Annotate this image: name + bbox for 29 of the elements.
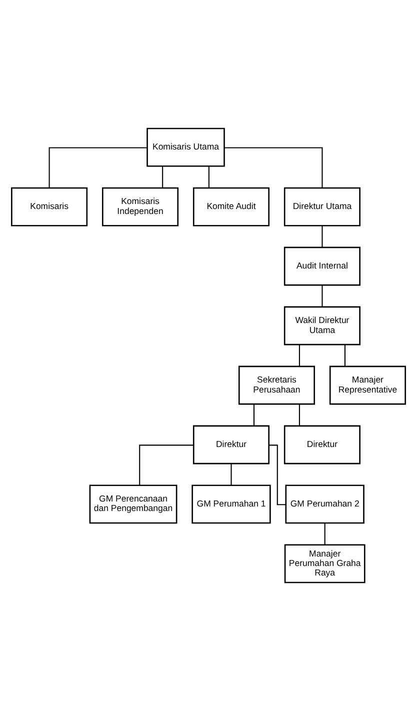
connector [322,285,323,307]
connector [253,404,255,426]
node-box: GM Perencanaan dan Pengembangan [89,484,178,524]
connector [224,147,323,188]
connector [230,464,232,486]
node-box: Sekretaris Perusahaan [238,366,315,405]
node-box: GM Perumahan 1 [192,484,271,524]
connector [322,226,323,248]
connector [139,444,194,486]
connector [268,444,286,506]
node-box: Direktur Utama [284,187,360,226]
node-box: Direktur [284,425,360,464]
connector [324,523,326,545]
connector [162,166,164,188]
connector [344,344,346,366]
connector [48,147,148,188]
node-box: Wakil Direktur Utama [284,306,360,346]
node-box: Komite Audit [192,187,270,226]
node-box: GM Perumahan 2 [285,484,364,524]
node-box: Komisaris Utama [146,128,225,167]
node-box: Audit Internal [284,246,360,286]
node-box: Manajer Representative [329,366,406,405]
node-box: Komisaris Independen [102,187,179,226]
node-box: Komisaris [11,187,88,226]
node-box: Manajer Perumahan Graha Raya [284,544,366,584]
node-box: Direktur [192,425,270,464]
connector [298,344,300,366]
connector [298,404,300,426]
connector [208,166,210,188]
